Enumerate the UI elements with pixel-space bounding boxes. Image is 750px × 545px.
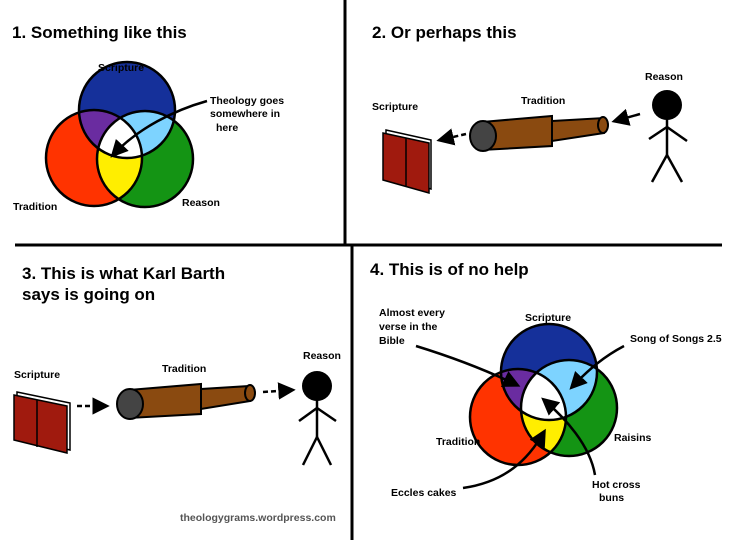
arrow-to-center (541, 397, 597, 476)
label-almost-line-1: Almost every (379, 307, 445, 319)
note-line-2: somewhere in (210, 108, 280, 120)
panel-2: 2. Or perhaps this Scripture Tradition R… (372, 23, 688, 194)
panel-1: 1. Something like this Scripture Traditi… (12, 23, 284, 213)
label-song-of-songs: Song of Songs 2.5 (630, 333, 722, 345)
label-scripture: Scripture (525, 312, 571, 324)
stick-figure (298, 371, 337, 466)
label-tradition: Tradition (162, 363, 206, 375)
bible-book (382, 129, 432, 194)
arrow-to-yellow (462, 428, 546, 490)
telescope (469, 114, 609, 152)
panel-3-title-line-2: says is going on (22, 285, 155, 304)
arrow-tradition-to-scripture (436, 128, 467, 146)
panel-4-title: 4. This is of no help (370, 260, 529, 279)
panel-1-title: 1. Something like this (12, 23, 187, 42)
label-eccles-cakes: Eccles cakes (391, 487, 457, 499)
panel-3: 3. This is what Karl Barth says is going… (13, 264, 341, 524)
label-almost-line-2: verse in the (379, 321, 438, 333)
label-hot-line-1: Hot cross (592, 479, 641, 491)
label-hot-line-2: buns (599, 492, 624, 504)
label-reason: Reason (303, 350, 341, 362)
label-tradition: Tradition (436, 436, 480, 448)
note-line-1: Theology goes (210, 95, 284, 107)
label-almost-line-3: Bible (379, 335, 405, 347)
arrow-to-purple (415, 344, 521, 387)
arrow-to-center (110, 99, 208, 158)
label-scripture: Scripture (98, 62, 144, 74)
note-line-3: here (216, 122, 238, 134)
bible-book (13, 391, 71, 454)
venn-diagram-4 (468, 322, 619, 467)
venn-diagram-1 (44, 60, 195, 209)
overlap-center (97, 111, 142, 158)
label-scripture: Scripture (14, 369, 60, 381)
panel-2-title: 2. Or perhaps this (372, 23, 517, 42)
overlap-center (521, 369, 566, 420)
arrow-tradition-to-reason (262, 382, 296, 400)
stick-figure (648, 90, 688, 183)
label-tradition: Tradition (521, 95, 565, 107)
label-tradition: Tradition (13, 201, 57, 213)
panel-dividers (15, 0, 722, 540)
panel-3-title-line-1: 3. This is what Karl Barth (22, 264, 225, 283)
arrow-to-light-blue (569, 344, 625, 390)
credit-url: theologygrams.wordpress.com (180, 512, 336, 524)
panel-4: 4. This is of no help Scripture Traditio… (370, 260, 722, 504)
label-reason: Reason (182, 197, 220, 209)
label-scripture: Scripture (372, 101, 418, 113)
label-reason: Reason (645, 71, 683, 83)
telescope (116, 382, 256, 420)
arrow-reason-to-tradition (611, 108, 641, 126)
label-raisins: Raisins (614, 432, 652, 444)
